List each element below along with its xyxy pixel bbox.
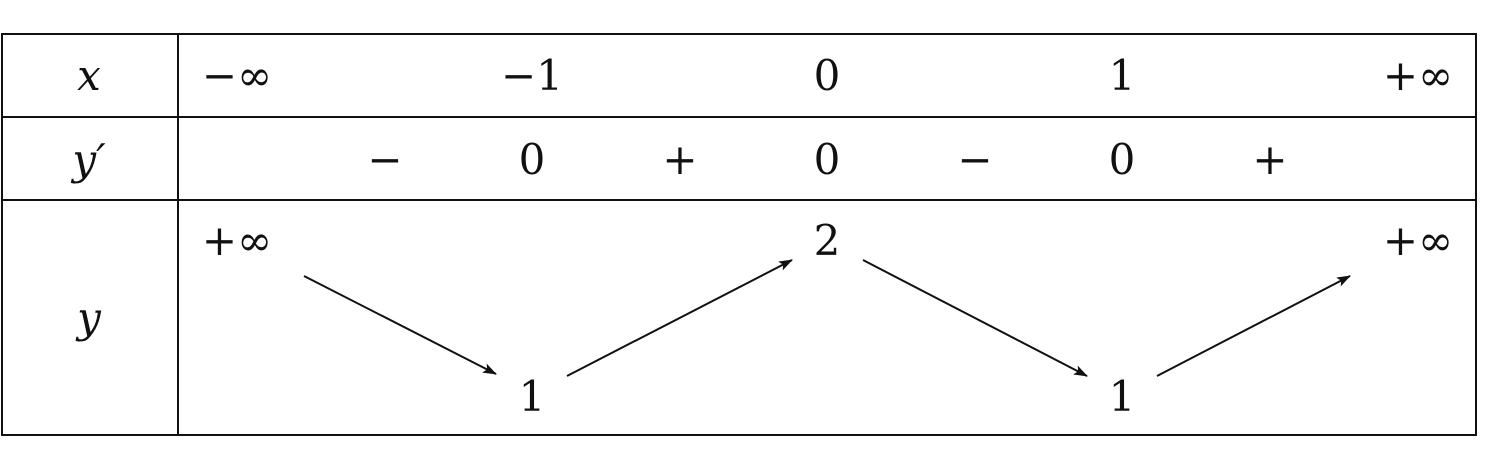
derivative-sign-3: − [957,135,993,184]
table-border [1,33,1477,436]
decreasing-arrow-2 [862,259,1088,377]
decreasing-arrow-1 [303,275,497,375]
increasing-arrow-2 [1156,275,1351,377]
y-value-right-infinity: +∞ [1382,216,1454,265]
y-value-second-minimum: 1 [1108,372,1136,421]
x-value-minus-one: −1 [501,51,563,100]
x-row-header: x [77,51,101,100]
derivative-zero-2: 0 [813,135,841,184]
x-value-zero: 0 [813,51,841,100]
increasing-arrow-1 [566,259,793,377]
x-value-plus-infinity: +∞ [1382,51,1454,100]
derivative-sign-1: − [367,135,403,184]
y-value-maximum: 2 [813,216,841,265]
derivative-sign-4: + [1252,135,1288,184]
x-value-one: 1 [1108,51,1136,100]
y-value-left-infinity: +∞ [201,216,273,265]
y-row-header: y [77,293,101,342]
y-value-first-minimum: 1 [518,372,546,421]
x-value-minus-infinity: −∞ [201,51,273,100]
derivative-sign-2: + [662,135,698,184]
derivative-zero-3: 0 [1108,135,1136,184]
derivative-zero-1: 0 [518,135,546,184]
y-prime-row-header: y′ [72,135,106,184]
